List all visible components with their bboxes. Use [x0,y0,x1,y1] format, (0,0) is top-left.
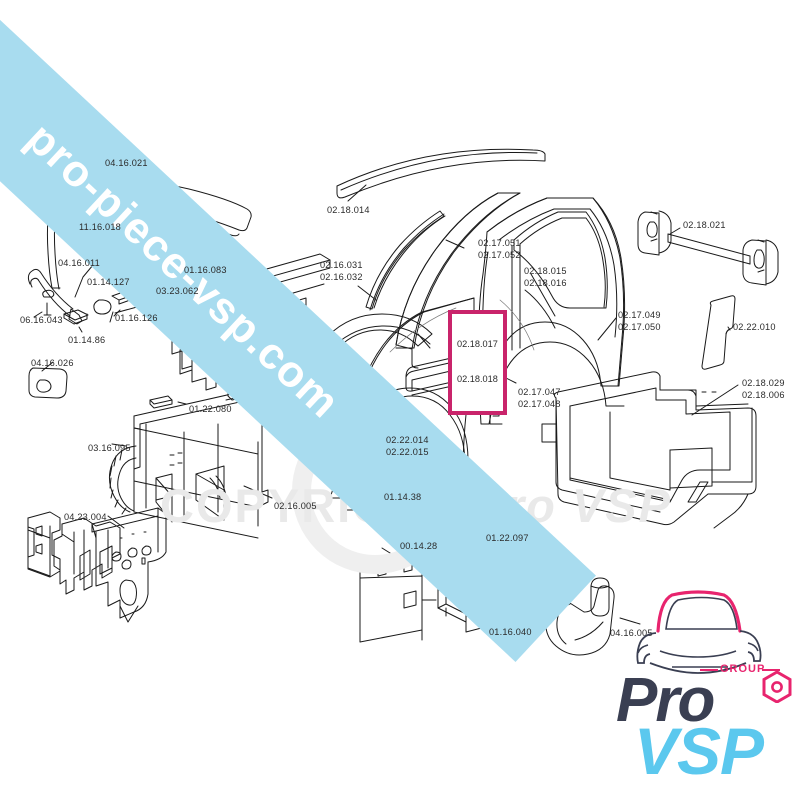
car-outline-icon [636,590,762,674]
logo-dash-right [762,669,780,671]
logo-group-text: GROUP [720,663,766,675]
provsp-logo[interactable]: Pro VSP GROUP [608,585,798,788]
part-number-01-16-126[interactable]: 01.16.126 [115,313,158,323]
part-number-04-16-011[interactable]: 04.16.011 [58,258,100,268]
part-number-02-18-029[interactable]: 02.18.029 02.18.006 [742,378,785,400]
highlighted-part-number-box[interactable]: 02.18.017 02.18.018 [448,310,507,415]
part-number-02-16-031[interactable]: 02.16.031 02.16.032 [320,260,363,282]
part-number-02-18-015[interactable]: 02.18.015 02.18.016 [524,266,567,288]
part-number-03-16-095[interactable]: 03.16.095 [88,443,131,453]
part-number-04-16-021[interactable]: 04.16.021 [105,158,148,168]
part-number-02-17-051[interactable]: 02.17.051 02.17.052 [478,238,521,260]
part-number-02-16-005[interactable]: 02.16.005 [274,501,317,511]
highlighted-part-number-line-1: 02.18.017 [457,339,498,349]
part-number-02-18-021[interactable]: 02.18.021 [683,220,726,230]
part-number-00-14-28[interactable]: 00.14.28 [400,541,438,551]
part-number-04-16-026[interactable]: 04.16.026 [31,358,74,368]
part-number-02-17-049[interactable]: 02.17.049 02.17.050 [618,310,661,332]
part-number-01-22-080[interactable]: 01.22.080 [189,404,232,414]
part-number-03-23-062[interactable]: 03.23.062 [156,286,199,296]
logo-vsp-text: VSP [634,714,764,788]
logo-pro-text: Pro [616,666,715,735]
part-number-06-16-043[interactable]: 06.16.043 [20,315,63,325]
logo-dash-left [700,669,718,671]
hex-nut-icon [762,671,792,703]
part-number-01-16-083[interactable]: 01.16.083 [184,265,227,275]
part-number-02-22-010[interactable]: 02.22.010 [733,322,776,332]
part-number-01-14-38[interactable]: 01.14.38 [384,492,422,502]
part-number-02-17-047[interactable]: 02.17.047 02.17.048 [518,387,561,409]
part-number-04-16-005[interactable]: 04.16.005 [610,628,653,638]
part-number-02-18-014[interactable]: 02.18.014 [327,205,370,215]
part-number-01-14-127[interactable]: 01.14.127 [87,277,130,287]
part-number-02-22-014[interactable]: 02.22.014 02.22.015 [386,435,429,457]
part-number-01-16-040[interactable]: 01.16.040 [489,627,532,637]
part-number-04-23-004[interactable]: 04.23.004 [64,512,107,522]
part-number-11-16-018[interactable]: 11.16.018 [79,222,121,232]
part-number-01-22-097[interactable]: 01.22.097 [486,533,529,543]
highlighted-part-number-line-2: 02.18.018 [457,373,498,384]
part-number-01-14-86[interactable]: 01.14.86 [68,335,106,345]
